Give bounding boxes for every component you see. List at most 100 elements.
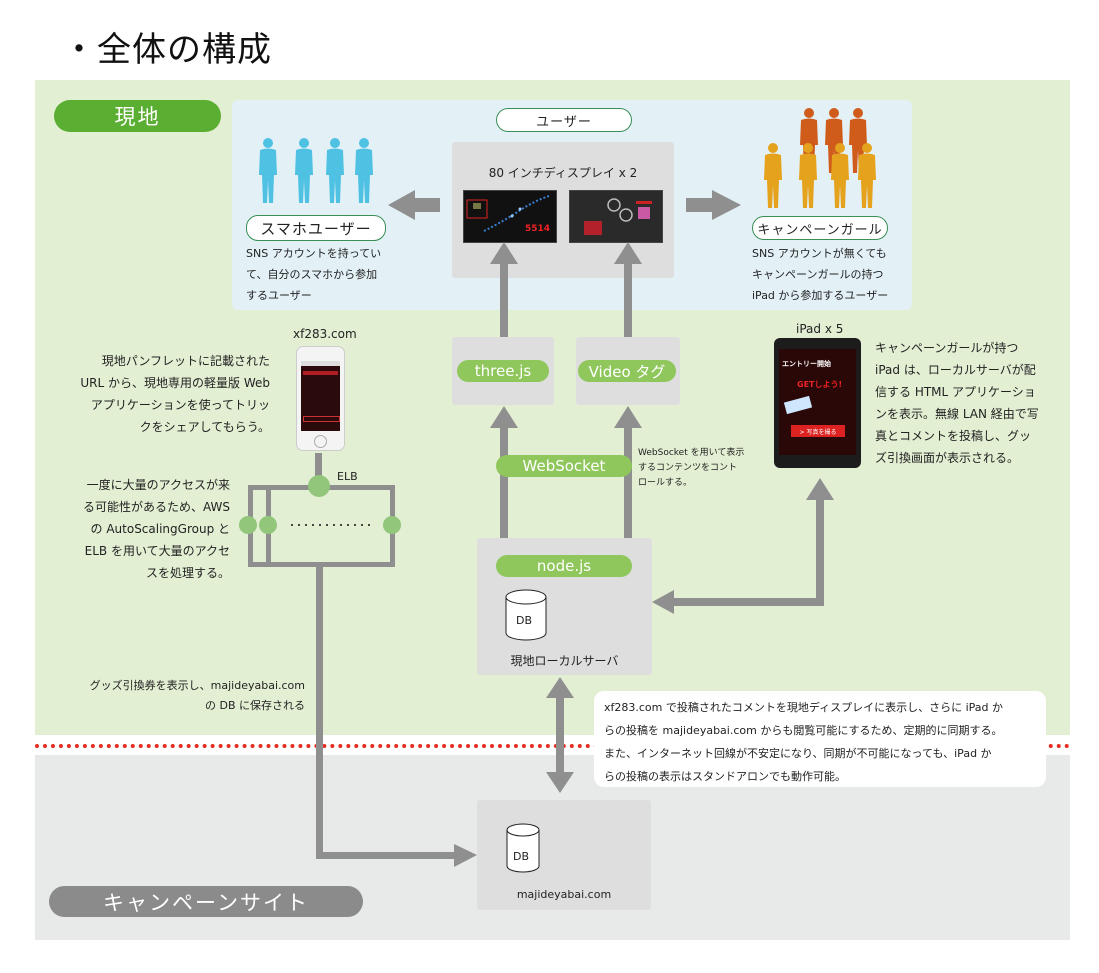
note-line: WebSocket を用いて表示: [638, 448, 745, 458]
ipad-screen: エントリー開始 GETしよう! > 写真を撮る: [779, 349, 856, 455]
arrow-shaft: [500, 427, 508, 538]
nodejs-label: node.js: [496, 555, 632, 577]
smartphone-user-label: スマホユーザー: [246, 215, 386, 241]
note-line: らの投稿の表示はスタンドアロンでも動作可能。: [604, 770, 846, 783]
page-title: ・全体の構成: [62, 30, 272, 70]
display-label: 80 インチディスプレイ x 2: [488, 166, 638, 180]
description-line: ズ引換画面が表示される。: [875, 451, 1020, 465]
video-tag-label: Video タグ: [578, 360, 676, 382]
elb-label: ELB: [337, 470, 358, 483]
arrow-up-icon: [490, 242, 518, 264]
database-icon: [505, 589, 547, 641]
ipad-icon: エントリー開始 GETしよう! > 写真を撮る: [774, 338, 861, 468]
elb-node-icon: [308, 475, 330, 497]
ipad-screen-text: エントリー開始: [782, 360, 831, 368]
goods-note: グッズ引換券を表示し、majideyabai.com の DB に保存される: [60, 676, 305, 716]
note-line: するコンテンツをコント: [638, 463, 738, 473]
arrow-up-icon: [614, 242, 642, 264]
description-line: SNS アカウントが無くても: [752, 247, 887, 260]
arrow-up-icon: [546, 677, 574, 698]
ellipsis-icon: [291, 524, 370, 526]
description-line: アプリケーションを使ってトリッ: [90, 398, 270, 412]
description-line: クをシェアしてもらう。: [139, 420, 270, 434]
smartphone-users-figures: [259, 138, 373, 203]
arrow-up-icon: [614, 406, 642, 428]
description-line: る可能性があるため、AWS: [82, 500, 230, 514]
ticket-icon: [783, 395, 813, 415]
note-line: グッズ引換券を表示し、majideyabai.com: [89, 679, 305, 692]
server-node-icon: [383, 516, 401, 534]
note-line: また、インターネット回線が不安定になり、同期が不可能になっても、iPad か: [604, 747, 992, 760]
video-frame-icon: [570, 191, 662, 242]
arrow-down-icon: [546, 772, 574, 793]
arrow-right-icon: [686, 190, 741, 220]
arrow-up-icon: [490, 406, 518, 428]
server-node-icon: [239, 516, 257, 534]
users-header: ユーザー: [496, 108, 632, 132]
description-line: ELB を用いて大量のアクセ: [84, 544, 230, 558]
description-line: 一度に大量のアクセスが来: [86, 478, 230, 492]
campaign-db-label: DB: [513, 850, 530, 863]
description-line: iPad から参加するユーザー: [752, 289, 889, 302]
description-line: スを処理する。: [145, 566, 230, 580]
ipad-screen-button: > 写真を撮る: [791, 425, 845, 437]
ipad-label: iPad x 5: [796, 322, 844, 336]
description-line: iPad は、ローカルサーバが配: [875, 363, 1036, 377]
note-line: xf283.com で投稿されたコメントを現地ディスプレイに表示し、さらに iP…: [604, 701, 1004, 714]
display-screen-video: [569, 190, 663, 243]
local-db-label: DB: [516, 614, 533, 627]
arrow-up-icon: [806, 478, 834, 500]
arrow-shaft: [316, 852, 456, 859]
person-icon: [326, 138, 344, 203]
ipad-screen-text: GETしよう!: [797, 380, 843, 389]
arrow-left-icon: [388, 190, 440, 220]
person-icon: [295, 138, 313, 203]
arrow-right-icon: [454, 844, 477, 867]
arrow-shaft: [672, 598, 822, 606]
person-icon: [259, 138, 277, 203]
smartphone-description: 現地パンフレットに記載された URL から、現地専用の軽量版 Web アプリケー…: [60, 350, 270, 438]
map-visualization-icon: [466, 195, 550, 232]
connector-line: [316, 567, 323, 859]
database-icon: [506, 823, 540, 873]
elb-description: 一度に大量のアクセスが来 る可能性があるため、AWS の AutoScaling…: [60, 474, 230, 584]
zone-divider: [35, 744, 1070, 748]
smartphone-icon: [296, 346, 345, 451]
person-icon: [355, 138, 373, 203]
arrow-shaft: [500, 264, 508, 337]
threejs-label: three.js: [457, 360, 549, 382]
smartphone-screen: [301, 361, 340, 431]
campaign-girl-label: キャンペーンガール: [752, 216, 888, 240]
display-screen-map: 5514: [463, 190, 557, 243]
description-line: 信する HTML アプリケーショ: [875, 385, 1036, 399]
note-line: の DB に保存される: [204, 699, 305, 712]
sync-note-box: xf283.com で投稿されたコメントを現地ディスプレイに表示し、さらに iP…: [594, 691, 1046, 787]
person-icon: [764, 143, 782, 208]
smartphone-domain: xf283.com: [293, 327, 357, 341]
arrow-shaft: [556, 697, 564, 773]
campaign-server-label: majideyabai.com: [516, 888, 612, 901]
server-node-icon: [259, 516, 277, 534]
arrow-shaft: [624, 264, 632, 337]
description-line: ンを表示。無線 LAN 経由で写: [875, 407, 1039, 421]
arrow-shaft: [624, 427, 632, 538]
region-label-local: 現地: [54, 100, 221, 132]
connector-line: [315, 453, 322, 485]
description-line: キャンペーンガールの持つ: [752, 268, 884, 281]
description-line: SNS アカウントを持ってい: [246, 247, 382, 260]
description-line: 現地パンフレットに記載された: [101, 354, 270, 368]
websocket-label: WebSocket: [496, 455, 632, 477]
description-line: URL から、現地専用の軽量版 Web: [80, 376, 270, 390]
home-button-icon: [314, 435, 327, 448]
description-line: の AutoScalingGroup と: [90, 522, 230, 536]
display-count: 5514: [524, 224, 550, 234]
arrow-left-icon: [652, 590, 674, 614]
note-line: ロールする。: [638, 478, 693, 488]
description-line: 真とコメントを投稿し、グッ: [875, 429, 1032, 443]
arrow-shaft: [816, 500, 824, 606]
region-label-campaign: キャンペーンサイト: [49, 886, 363, 917]
local-server-label: 現地ローカルサーバ: [510, 654, 619, 668]
note-line: らの投稿を majideyabai.com からも閲覧可能にするため、定期的に同…: [604, 724, 1003, 737]
websocket-note: WebSocket を用いて表示 するコンテンツをコント ロールする。: [638, 446, 744, 491]
